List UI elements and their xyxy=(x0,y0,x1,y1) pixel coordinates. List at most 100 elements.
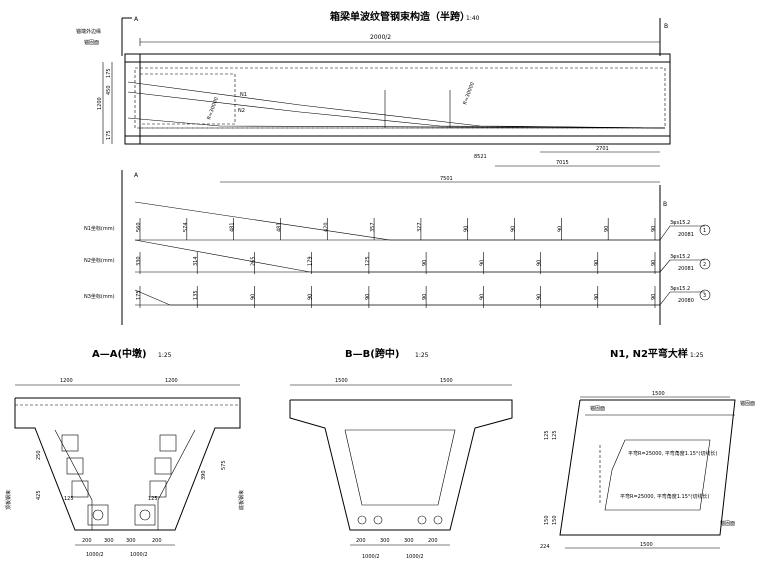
svg-text:B: B xyxy=(663,201,667,208)
svg-text:200: 200 xyxy=(152,538,162,544)
svg-text:7015: 7015 xyxy=(556,160,569,166)
svg-text:1500: 1500 xyxy=(652,391,665,397)
svg-text:125: 125 xyxy=(148,496,158,502)
profile-value: 330 xyxy=(136,256,142,266)
svg-text:200: 200 xyxy=(428,538,438,544)
svg-text:2000/2: 2000/2 xyxy=(370,34,391,41)
svg-text:1200: 1200 xyxy=(165,378,178,384)
svg-text:1000/2: 1000/2 xyxy=(362,554,380,560)
profile-row-2: N2坐标(mm) xyxy=(84,239,660,273)
profile-value: 90 xyxy=(651,226,657,232)
profile-value: 90 xyxy=(479,294,485,300)
svg-text:8521: 8521 xyxy=(474,154,487,160)
profile-value: 327 xyxy=(417,222,423,232)
section-bb-scale: 1:25 xyxy=(415,352,429,359)
profile-value: 125 xyxy=(365,256,371,266)
anchor-face-label: 锚固面 xyxy=(84,39,99,46)
span-dimensions: 2701 7015 7501 8521 xyxy=(220,146,660,183)
svg-text:1500: 1500 xyxy=(640,542,653,548)
svg-text:300: 300 xyxy=(104,538,114,544)
profile-value: 481 xyxy=(276,222,282,232)
profile-value: 90 xyxy=(604,226,610,232)
bend-detail-title: N1, N2平弯大样 xyxy=(610,347,688,360)
svg-text:300: 300 xyxy=(126,538,136,544)
svg-text:R=30000: R=30000 xyxy=(206,96,220,120)
profile-value: 179 xyxy=(308,256,314,266)
svg-text:300: 300 xyxy=(404,538,414,544)
profile-value: 90 xyxy=(557,226,563,232)
profile-value: 314 xyxy=(193,256,199,266)
svg-text:20081: 20081 xyxy=(678,266,694,272)
svg-text:125: 125 xyxy=(544,430,550,440)
svg-text:20081: 20081 xyxy=(678,232,694,238)
svg-text:R=30000: R=30000 xyxy=(462,81,476,105)
svg-text:450: 450 xyxy=(106,85,112,95)
section-bb-drawing: 1500 1500 200 300 300 200 1000/2 1000/2 xyxy=(289,378,513,560)
svg-text:3φs15.2: 3φs15.2 xyxy=(670,254,690,260)
tendon-lines-elevation: N1 N2 R=30000 R=30000 xyxy=(127,81,666,129)
main-scale: 1:40 xyxy=(466,15,480,22)
profile-value: 90 xyxy=(308,294,314,300)
section-aa-drawing: 1200 1200 200 300 300 200 1000/2 1000/2 … xyxy=(5,378,245,558)
bend-detail-scale: 1:25 xyxy=(690,352,704,359)
svg-text:175: 175 xyxy=(106,68,112,78)
svg-text:425: 425 xyxy=(36,490,42,500)
svg-text:N2坐标(mm): N2坐标(mm) xyxy=(84,257,115,264)
section-aa-title: A—A(中墩) xyxy=(92,347,147,360)
svg-text:20080: 20080 xyxy=(678,298,694,304)
svg-text:A: A xyxy=(134,172,139,179)
svg-text:1200: 1200 xyxy=(97,97,103,110)
svg-text:N1坐标(mm): N1坐标(mm) xyxy=(84,225,115,232)
svg-text:锚固面: 锚固面 xyxy=(720,520,735,527)
bend-detail-drawing: 1500 1500 224 125 125 150 150 锚固面 锚固面 锚固… xyxy=(540,391,755,550)
svg-text:150: 150 xyxy=(552,515,558,525)
svg-text:7501: 7501 xyxy=(440,176,453,182)
profile-value: 90 xyxy=(537,260,543,266)
profile-value: 90 xyxy=(422,294,428,300)
svg-text:1500: 1500 xyxy=(335,378,348,384)
svg-text:150: 150 xyxy=(544,515,550,525)
svg-text:200: 200 xyxy=(82,538,92,544)
svg-text:2: 2 xyxy=(703,262,706,268)
anchor-edge-label: 锚端外边缘 xyxy=(76,28,101,35)
svg-text:224: 224 xyxy=(540,544,550,550)
svg-text:1200: 1200 xyxy=(60,378,73,384)
svg-text:1500: 1500 xyxy=(440,378,453,384)
left-height-dimensions: 1200 450 175 175 xyxy=(97,62,113,144)
svg-text:平弯R=25000, 平弯角度1.15°(切线长): 平弯R=25000, 平弯角度1.15°(切线长) xyxy=(620,493,709,500)
svg-text:锚固面: 锚固面 xyxy=(590,405,605,412)
n1-label: N1 xyxy=(240,92,247,98)
section-aa-scale: 1:25 xyxy=(158,352,172,359)
svg-text:125: 125 xyxy=(64,496,74,502)
profile-value: 420 xyxy=(323,222,329,232)
svg-text:250: 250 xyxy=(36,450,42,460)
section-bb-title: B—B(跨中) xyxy=(345,347,399,360)
profile-value: 90 xyxy=(464,226,470,232)
svg-text:200: 200 xyxy=(356,538,366,544)
svg-text:175: 175 xyxy=(106,130,112,140)
profile-value: 574 xyxy=(183,222,189,232)
profile-value: 560 xyxy=(136,222,142,232)
svg-text:锚固面: 锚固面 xyxy=(740,400,755,407)
half-span-dimension: 2000/2 xyxy=(139,34,660,46)
profile-value: 90 xyxy=(422,260,428,266)
svg-text:575: 575 xyxy=(221,460,227,470)
section-mark-a-mid: A xyxy=(121,170,139,325)
section-mark-a-top: A xyxy=(121,16,139,56)
svg-text:1000/2: 1000/2 xyxy=(86,552,104,558)
profile-value: 265 xyxy=(250,256,256,266)
profile-row-3: N3坐标(mm) xyxy=(84,289,660,306)
profile-value: 135 xyxy=(193,290,199,300)
svg-text:底板钢束: 底板钢束 xyxy=(238,490,245,510)
section-mark-b-mid: B xyxy=(659,185,667,325)
tendon-spec-callouts: 3φs15.2 20081 1 3φs15.2 20081 2 3φs15.2 … xyxy=(659,220,711,306)
profile-value: 90 xyxy=(365,294,371,300)
svg-text:N3坐标(mm): N3坐标(mm) xyxy=(84,293,115,300)
svg-text:300: 300 xyxy=(380,538,390,544)
profile-value: 90 xyxy=(594,260,600,266)
svg-text:3φs15.2: 3φs15.2 xyxy=(670,286,690,292)
main-title: 箱梁单波纹管钢束构造（半跨） xyxy=(330,10,470,23)
svg-text:1000/2: 1000/2 xyxy=(406,554,424,560)
